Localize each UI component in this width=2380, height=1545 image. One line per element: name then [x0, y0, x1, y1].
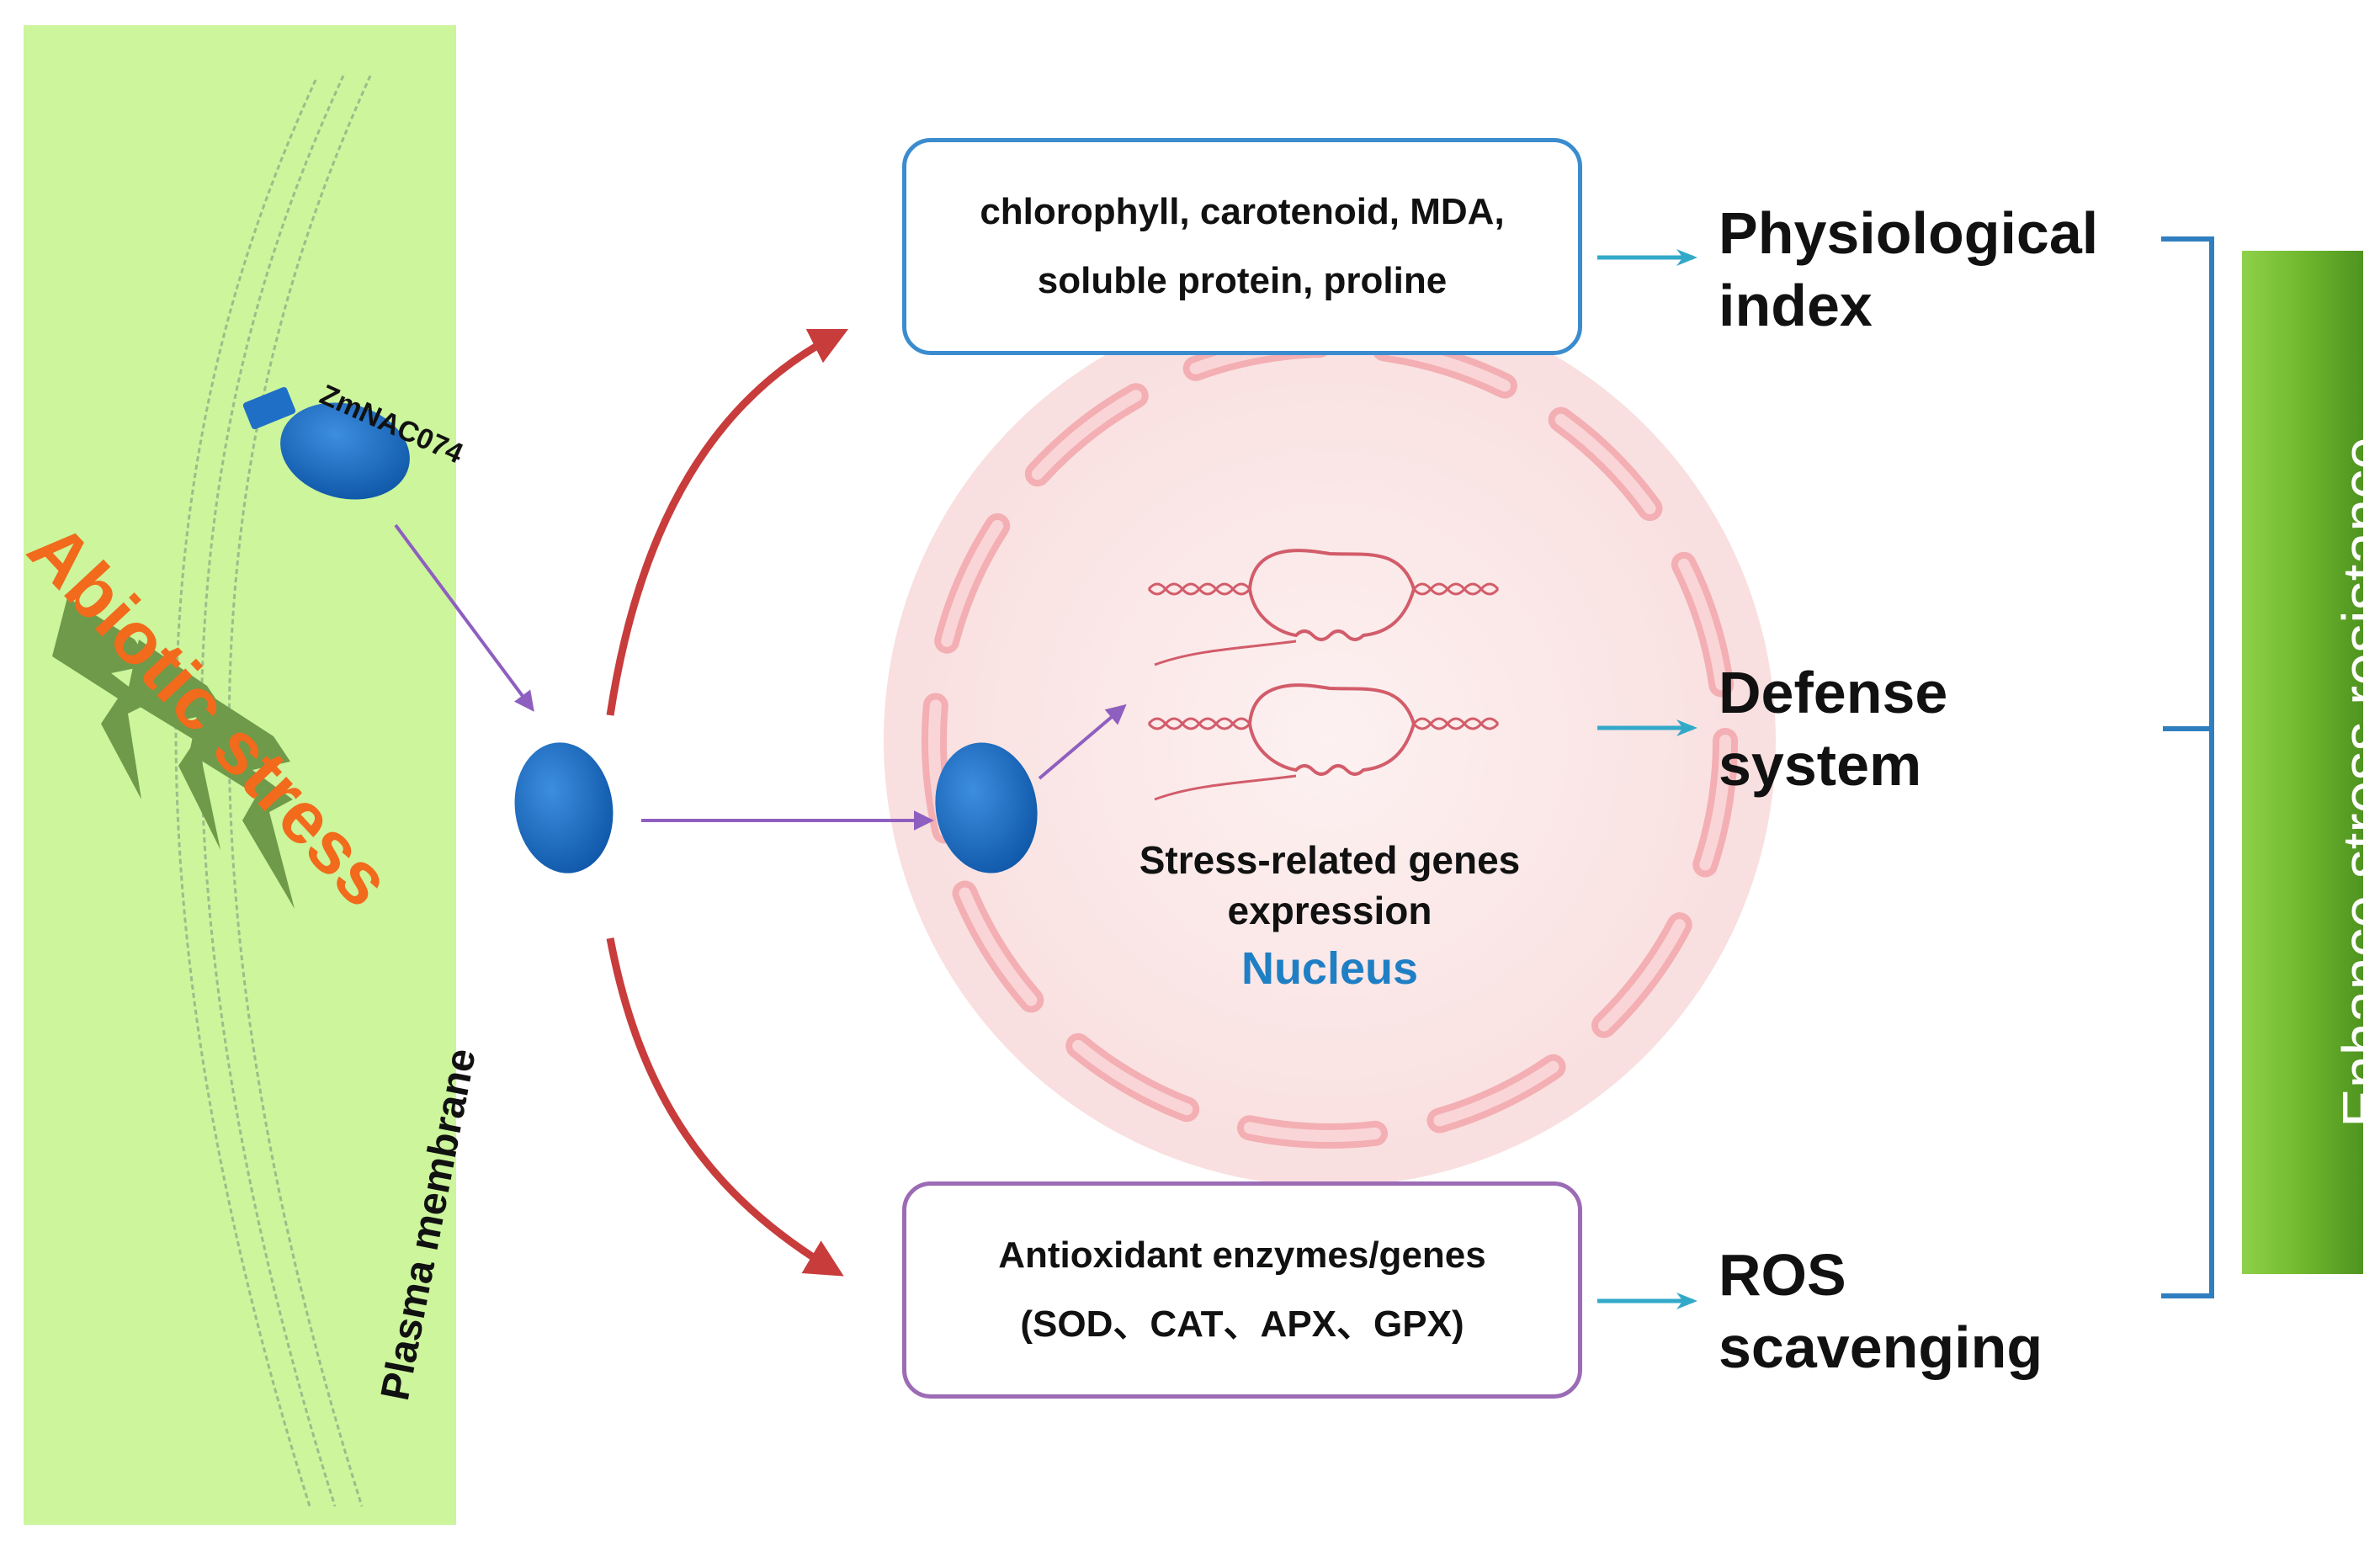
genes-label-line1: Stress-related genes — [1139, 838, 1521, 882]
membrane-line — [199, 75, 345, 1507]
antioxidant-box: Antioxidant enzymes/genes (SOD、CAT、APX、G… — [902, 1181, 1582, 1399]
outcome-defense-line1: Defense — [1719, 660, 1948, 725]
outcome-ros-line1: ROS — [1719, 1242, 1846, 1308]
nucleus-body — [884, 295, 1776, 1187]
curved-arrow-down — [606, 937, 844, 1277]
physiology-box: chlorophyll, carotenoid, MDA, soluble pr… — [902, 138, 1582, 355]
bracket — [2161, 236, 2214, 1298]
outcome-physiological-line2: index — [1719, 273, 1873, 338]
nuclear-protein-icon — [935, 742, 1038, 873]
outcome-ros: ROS scavenging — [1719, 1239, 2043, 1383]
result-label: Enhance stress resistance — [2330, 437, 2380, 1128]
nucleus-envelope-inner — [928, 339, 1731, 1142]
curved-arrow-up — [606, 328, 849, 716]
nucleus-label: Nucleus — [1240, 943, 1419, 994]
physiology-box-line1: chlorophyll, carotenoid, MDA, — [980, 191, 1505, 232]
outcome-physiological-line1: Physiological — [1719, 200, 2099, 266]
genes-label-line2: expression — [1227, 889, 1432, 932]
physiology-box-line2: soluble protein, proline — [1037, 260, 1448, 301]
antioxidant-box-line2: (SOD、CAT、APX、GPX) — [1020, 1303, 1464, 1345]
outcome-defense: Defense system — [1719, 656, 1947, 801]
outcome-ros-line2: scavenging — [1719, 1314, 2043, 1380]
outcome-physiological: Physiological index — [1719, 197, 2098, 342]
membrane-line — [174, 79, 317, 1507]
result-bar — [2242, 251, 2363, 1274]
lightning-bolt-icon — [52, 597, 295, 909]
translocation-arrow — [394, 523, 534, 712]
membrane-line — [227, 75, 372, 1507]
membrane-protein-icon — [242, 386, 410, 500]
genes-label: Stress-related genes expression — [1094, 835, 1565, 936]
cytoplasmic-protein-icon — [514, 742, 614, 873]
outcome-defense-line2: system — [1719, 732, 1922, 798]
antioxidant-box-line1: Antioxidant enzymes/genes — [998, 1234, 1486, 1276]
activation-arrow — [1038, 703, 1127, 780]
dna-transcription-icon — [1147, 549, 1500, 801]
